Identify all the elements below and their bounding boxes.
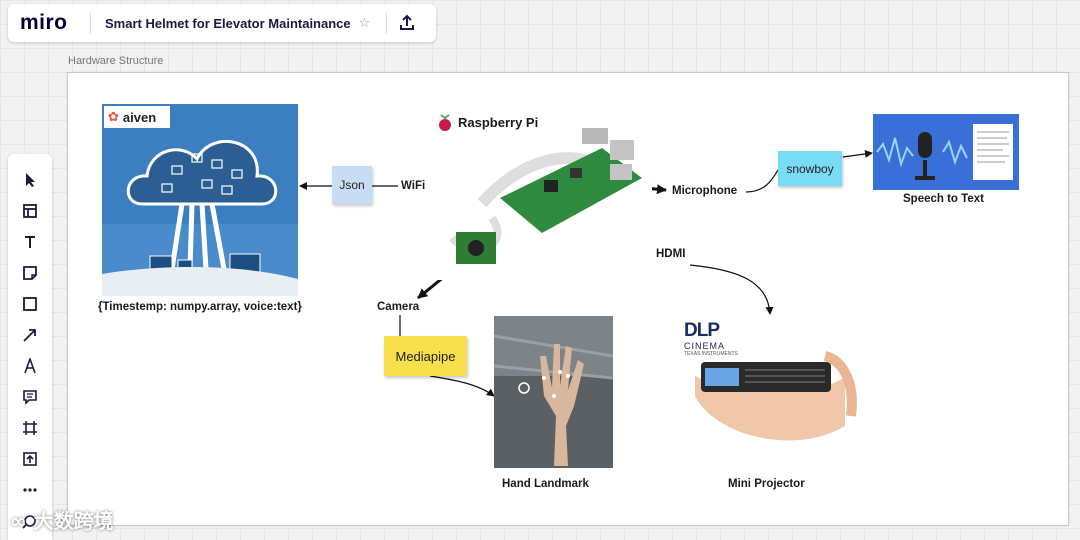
pen-icon[interactable] <box>18 354 42 378</box>
dlp-cinema-text: CINEMA <box>684 341 726 351</box>
comment-icon[interactable] <box>18 385 42 409</box>
projector-illustration <box>695 351 857 441</box>
hand-caption[interactable]: Hand Landmark <box>502 478 589 490</box>
select-cursor-icon[interactable] <box>18 168 42 192</box>
watermark-text: 大数跨境 <box>33 509 114 533</box>
mini-projector-image[interactable] <box>675 316 861 468</box>
text-icon[interactable] <box>18 230 42 254</box>
templates-icon[interactable] <box>18 199 42 223</box>
aiven-crab-icon: ✿ <box>108 109 119 124</box>
snowboy-note-text: snowboy <box>786 161 834 176</box>
watermark-logo-icon: ∞ <box>10 509 27 533</box>
upload-icon <box>400 14 415 30</box>
top-bar: miro Smart Helmet for Elevator Maintaina… <box>8 4 436 42</box>
aiven-logo-badge: ✿ aiven <box>104 106 170 128</box>
hand-landmark-illustration <box>493 316 614 468</box>
arrow-hdmi-to-projector[interactable] <box>689 264 774 315</box>
hand-landmark-image[interactable] <box>493 316 614 468</box>
speech-caption[interactable]: Speech to Text <box>903 193 984 205</box>
left-toolbar <box>8 154 52 540</box>
board-title[interactable]: Smart Helmet for Elevator Maintainance <box>105 15 351 31</box>
raspberry-pi-image[interactable] <box>432 108 652 280</box>
aiven-caption[interactable]: {Timestemp: numpy.array, voice:text} <box>98 301 302 313</box>
json-note-text: Json <box>339 178 365 192</box>
export-button[interactable] <box>387 4 427 42</box>
more-icon[interactable] <box>18 478 42 502</box>
raspberry-pi-illustration <box>449 128 642 264</box>
aiven-logo-text: aiven <box>122 109 157 125</box>
miro-logo[interactable]: miro <box>20 11 68 34</box>
apps-icon[interactable] <box>18 509 42 533</box>
divider <box>90 12 91 34</box>
snowboy-sticky-note[interactable]: snowboy <box>778 151 842 186</box>
json-sticky-note[interactable]: Json <box>332 166 372 204</box>
hdmi-label[interactable]: HDMI <box>656 248 686 260</box>
raspberry-pi-logo-icon <box>436 112 454 132</box>
microphone-label[interactable]: Microphone <box>672 185 738 197</box>
dlp-logo-text: DLP <box>684 320 720 341</box>
raspberry-pi-title: Raspberry Pi <box>458 115 539 130</box>
projector-caption[interactable]: Mini Projector <box>728 478 805 490</box>
speech-to-text-image[interactable] <box>873 114 1019 190</box>
frame-title[interactable]: Hardware Structure <box>68 55 164 67</box>
upload-icon[interactable] <box>18 447 42 471</box>
mediapipe-note-text: Mediapipe <box>395 348 456 364</box>
aiven-cloud-image[interactable] <box>102 104 298 296</box>
arrow-microphone-to-snowboy <box>745 169 779 193</box>
mediapipe-sticky-note[interactable]: Mediapipe <box>384 336 467 376</box>
star-icon[interactable]: ☆ <box>358 15 371 30</box>
speech-waveform-illustration <box>873 114 1019 190</box>
wifi-label[interactable]: WiFi <box>401 180 426 192</box>
camera-label[interactable]: Camera <box>377 301 420 313</box>
sticky-note-icon[interactable] <box>18 261 42 285</box>
divider <box>386 12 388 34</box>
cloud-network-illustration <box>102 104 298 296</box>
arrow-mediapipe-to-hand[interactable] <box>429 375 495 397</box>
shape-icon[interactable] <box>18 292 42 316</box>
watermark: ∞ 大数跨境 <box>10 505 114 534</box>
dlp-ti-text: TEXAS INSTRUMENTS <box>684 351 738 357</box>
arrow-snowboy-to-speech[interactable] <box>842 149 873 158</box>
arrow-line-icon[interactable] <box>18 323 42 347</box>
frame-icon[interactable] <box>18 416 42 440</box>
